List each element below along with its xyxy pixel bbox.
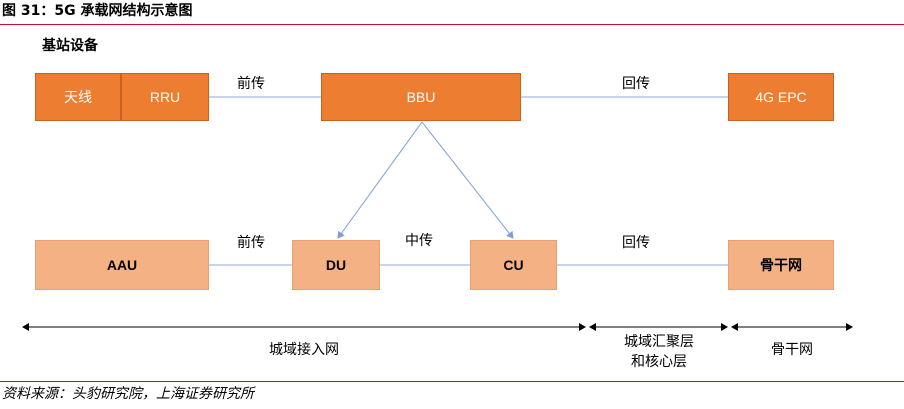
bottom-fronthaul-label: 前传 — [237, 235, 265, 251]
aggregation-zone-line1: 城域汇聚层 — [624, 334, 694, 350]
section-title: 基站设备 — [42, 38, 98, 54]
cu-box: CU — [470, 240, 557, 290]
aggregation-zone-line2: 和核心层 — [631, 354, 687, 370]
bbu-cu-arrow — [421, 121, 514, 239]
backbone-box: 骨干网 — [728, 240, 834, 290]
figure-title: 图 31：5G 承载网结构示意图 — [2, 3, 193, 19]
access-zone-label: 城域接入网 — [269, 342, 339, 358]
source-note: 资料来源：头豹研究院，上海证券研究所 — [2, 386, 254, 402]
backbone-zone-label: 骨干网 — [771, 342, 813, 358]
du-box: DU — [292, 240, 380, 290]
midhaul-label: 中传 — [405, 233, 433, 249]
footer-rule — [0, 381, 904, 382]
bottom-backhaul-label: 回传 — [622, 235, 650, 251]
epc-box: 4G EPC — [728, 73, 834, 121]
aau-box: AAU — [35, 240, 209, 290]
top-backhaul-label: 回传 — [622, 76, 650, 92]
header-rule — [0, 24, 904, 25]
bbu-box: BBU — [321, 73, 521, 121]
antenna-box: 天线 — [35, 73, 121, 121]
top-fronthaul-label: 前传 — [237, 76, 265, 92]
rru-box: RRU — [121, 73, 209, 121]
aggregation-zone-label: 城域汇聚层 和核心层 — [600, 332, 718, 372]
bbu-du-arrow — [337, 121, 423, 239]
